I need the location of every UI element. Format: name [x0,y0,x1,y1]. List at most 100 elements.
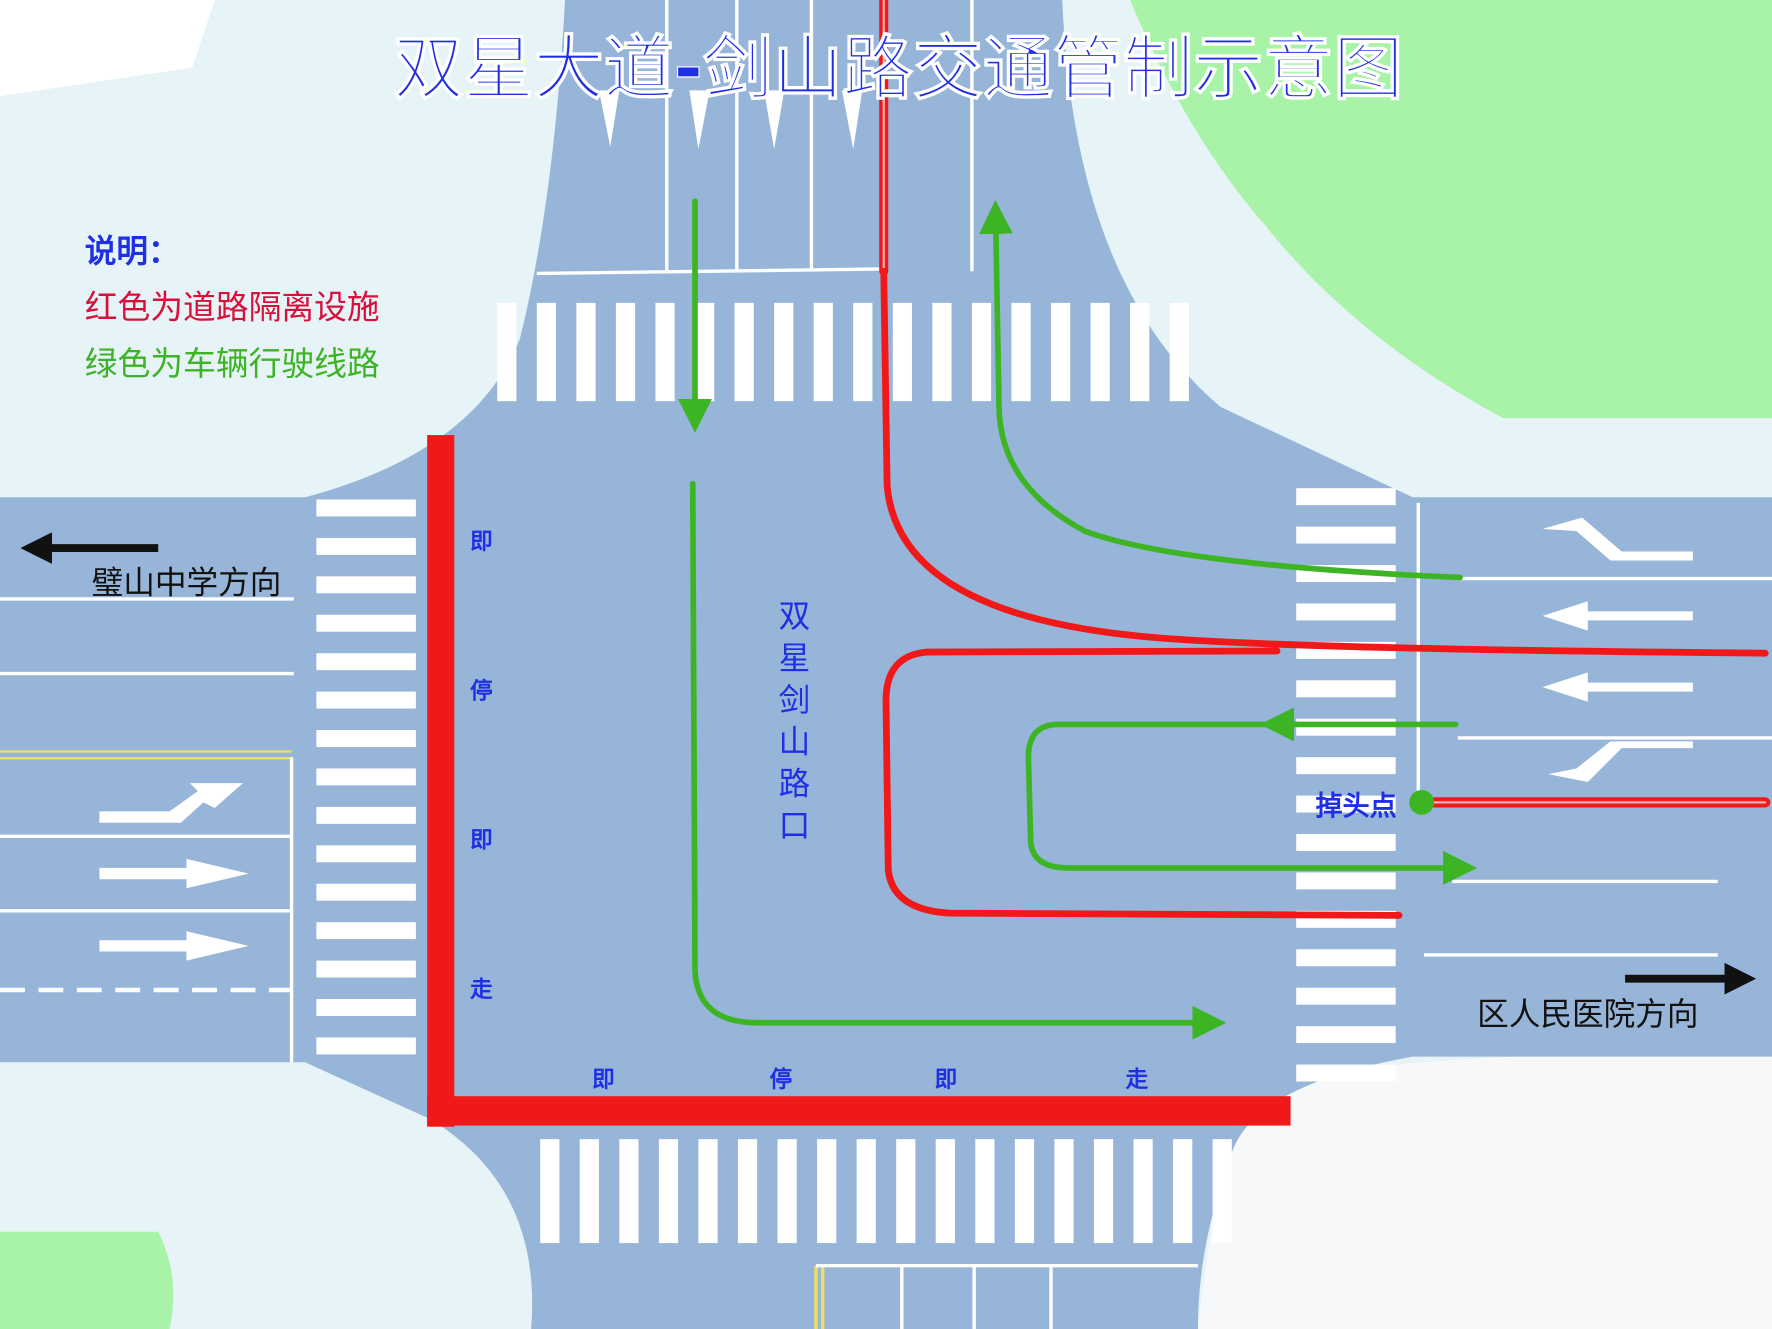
crosswalk-stripe [619,1139,639,1244]
crosswalk-stripe [658,1139,679,1244]
crosswalk-stripe [896,1139,916,1244]
crosswalk-stripe [1212,1139,1232,1244]
crosswalk-stripe [1296,872,1396,890]
crosswalk-stripe [316,845,416,863]
stop-go-char: 即 [592,1067,615,1093]
intersection-label-char: 路 [779,766,811,802]
crosswalk-stripe [1296,1026,1396,1044]
stop-go-horizontal: 即 停 即 走 [592,1066,1148,1093]
crosswalk-stripe [316,653,416,671]
crosswalk-stripe [774,302,794,402]
crosswalk-stripe [540,1139,560,1244]
stop-go-char: 即 [470,828,493,854]
routes [678,198,1478,1040]
crosswalk-stripe [1050,302,1071,402]
intersection-label-char: 山 [779,725,811,761]
crosswalk-stripe [316,691,416,709]
crosswalk-stripe [734,302,754,402]
intersection-label-char: 星 [779,641,811,677]
stop-go-char: 走 [1126,1067,1149,1093]
crosswalk-stripe [777,1139,797,1244]
crosswalk-stripe [1169,302,1189,402]
crosswalk-stripe [892,302,912,402]
legend-red-line: 红色为道路隔离设施 [85,289,380,327]
crosswalk-stripe [1296,757,1396,775]
crosswalk-stripe [737,1139,758,1244]
crosswalk-stripe [316,499,416,517]
intersection-label: 双 星 剑 山 路 口 [779,599,811,844]
crosswalk-stripe [316,922,416,940]
lane-arrows-north [598,90,863,150]
uturn-point-label: 掉头点 [1315,791,1396,822]
intersection-label-char: 剑 [779,683,811,719]
crosswalk-stripe [971,302,992,402]
crosswalk-stripe [316,537,416,555]
crosswalk-stripe [1173,1139,1193,1244]
crosswalk-stripe [1296,987,1396,1005]
green-area-top-right [1130,0,1772,419]
crosswalk-stripe [576,302,596,402]
crosswalk-stripe [695,302,715,402]
crosswalk-stripe [615,302,636,402]
barrier-west-vertical [427,435,455,1127]
intersection-label-char: 双 [779,599,811,635]
crosswalk-stripe [536,302,557,402]
crosswalk-stripe [1296,949,1396,967]
stop-go-char: 即 [470,529,493,555]
sidewalk-top-left [0,0,215,97]
crosswalk-stripe [1296,834,1396,851]
direction-east-label: 区人民医院方向 [1477,997,1698,1033]
crosswalk-stripe [1014,1139,1035,1244]
crosswalk-stripe [1296,795,1396,813]
sidewalk-bottom-right [1197,1050,1772,1329]
crosswalk-stripe [935,1139,955,1244]
crosswalk-stripe [1296,603,1396,621]
barrier-u-shape [882,647,1403,919]
legend-heading: 说明： [85,234,180,270]
crosswalk-stripe [497,302,517,402]
stop-go-vertical: 即 停 即 走 [470,529,493,1003]
lane-lines-south [814,1264,1198,1329]
crosswalk-stripe [316,999,416,1016]
crosswalk-stripe [1090,302,1110,402]
lane-lines-east [1416,502,1772,957]
crosswalk-stripe [316,960,416,978]
crosswalk-stripe [316,883,416,901]
crosswalk-stripe [813,302,833,402]
barrier-south-horizontal [427,1096,1291,1126]
crosswalk-stripe [655,302,675,402]
crosswalk-stripe [1011,302,1031,402]
intersection-label-char: 口 [779,808,811,844]
crosswalk-stripe [316,576,416,594]
crosswalk-stripe [1130,302,1150,402]
crosswalk-stripe [1054,1139,1074,1244]
crosswalk-stripe [316,806,416,824]
green-area-bottom-left [0,1231,174,1329]
direction-west-label: 璧山中学方向 [92,565,282,601]
route-east-to-north [978,200,1463,581]
diagram-title: 双星大道-剑山路交通管制示意图 [394,28,1404,110]
crosswalk-stripe [1296,488,1396,506]
stop-go-char: 即 [935,1067,958,1093]
crosswalk-stripe [1296,526,1396,544]
crosswalk-stripe [1296,1064,1396,1082]
uturn-point-dot [1409,789,1435,815]
lane-lines-north [536,0,974,276]
crosswalk-stripe [316,614,416,632]
crosswalk-stripe [975,1139,995,1244]
crosswalk-stripe [853,302,873,402]
barrier-north-east-curve [880,267,1769,657]
legend-green-line: 绿色为车辆行驶线路 [85,345,380,383]
crosswalk-stripe [698,1139,718,1244]
route-south-to-east [689,480,1227,1040]
crosswalk-stripe [817,1139,837,1244]
crosswalk-stripe [1093,1139,1114,1244]
stop-go-char: 停 [770,1066,793,1093]
crosswalk-stripe [1133,1139,1153,1244]
crosswalk-stripe [316,1037,416,1055]
crosswalk-stripe [856,1139,876,1244]
crosswalk-stripe [932,302,952,402]
crosswalk-stripe [316,730,416,747]
